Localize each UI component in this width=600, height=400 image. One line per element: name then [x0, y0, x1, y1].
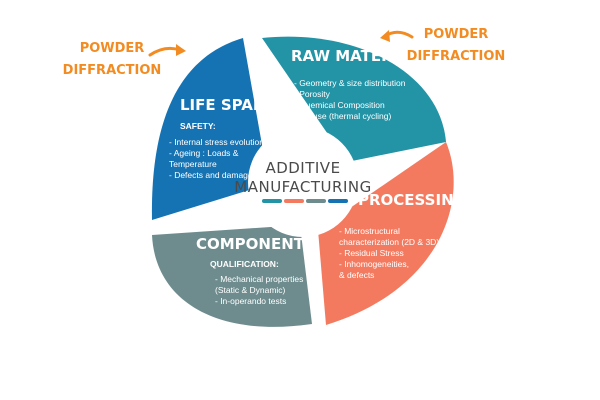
- powder-diffraction-right-line1: POWDER: [424, 27, 489, 42]
- raw-material-item: - Re-use (thermal cycling): [294, 111, 391, 121]
- center-title-line2: MANUFACTURING: [234, 178, 371, 196]
- processing-item: - Microstructural: [339, 226, 400, 236]
- segment-raw-material: [262, 36, 446, 162]
- life-span-subtitle: SAFETY:: [180, 121, 216, 131]
- component-item: - In-operando tests: [215, 296, 286, 306]
- life-span-item: Temperature: [169, 159, 217, 169]
- processing-item: - Residual Stress: [339, 248, 404, 258]
- segment-life-span: [151, 38, 269, 220]
- center-title-line1: ADDITIVE: [265, 159, 340, 177]
- life-span-title: LIFE SPAN: [180, 96, 265, 114]
- arrow-right-head: [380, 30, 390, 42]
- processing-item: & defects: [339, 270, 374, 280]
- arrow-left-curve: [148, 46, 182, 57]
- segment-processing: [318, 142, 454, 325]
- segment-component: [152, 225, 312, 327]
- arrow-right-icon: [380, 30, 414, 42]
- processing-item: characterization (2D & 3D): [339, 237, 439, 247]
- life-span-item: - Ageing : Loads &: [169, 148, 239, 158]
- powder-diffraction-left-line2: DIFFRACTION: [63, 63, 162, 78]
- powder-diffraction-right-line2: DIFFRACTION: [407, 49, 506, 64]
- arrow-left-icon: [148, 44, 186, 57]
- center-bar-gray: [306, 199, 326, 203]
- component-item: (Static & Dynamic): [215, 285, 286, 295]
- life-span-item: - Defects and damage: [169, 170, 253, 180]
- center-color-bar: [262, 199, 348, 203]
- processing-title: PROCESSING: [358, 191, 466, 209]
- raw-material-item: - Geometry & size distribution: [294, 78, 406, 88]
- raw-material-title: RAW MATERIAL: [291, 47, 420, 65]
- raw-material-item: - Porosity: [294, 89, 331, 99]
- raw-material-item: - Quemical Composition: [294, 100, 385, 110]
- component-item: - Mechanical properties: [215, 274, 303, 284]
- center-bar-coral: [284, 199, 304, 203]
- center-bar-blue: [328, 199, 348, 203]
- arrow-left-head: [176, 44, 186, 56]
- life-span-item: - Internal stress evolution: [169, 137, 264, 147]
- center-bar-teal: [262, 199, 282, 203]
- component-subtitle: QUALIFICATION:: [210, 259, 279, 269]
- processing-item: - Inhomogeneities,: [339, 259, 409, 269]
- powder-diffraction-left-line1: POWDER: [80, 41, 145, 56]
- component-title: COMPONENT: [196, 235, 305, 253]
- center-circle: [248, 127, 358, 237]
